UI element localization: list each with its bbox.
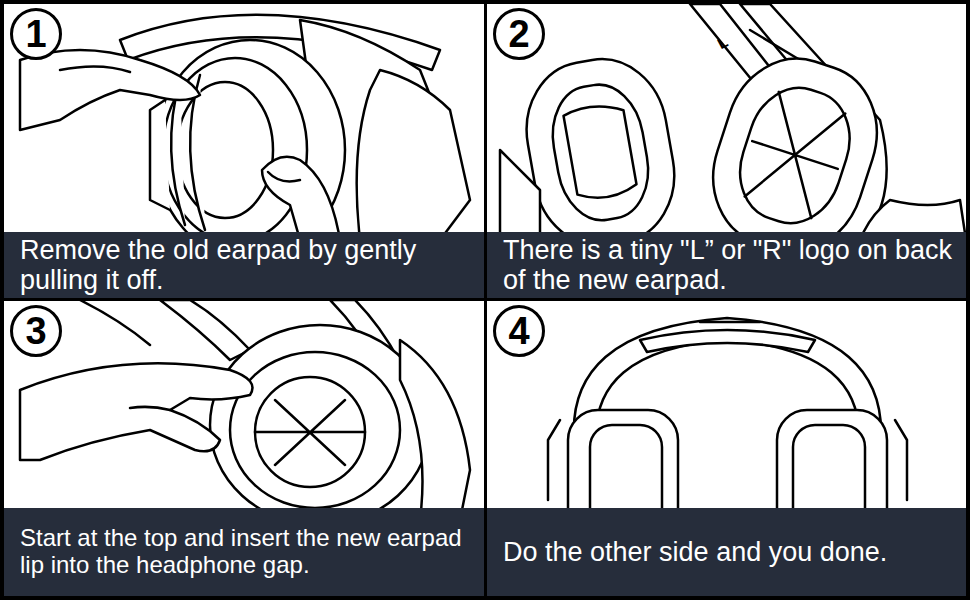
instruction-text: Start at the top and insert the new earp… <box>20 525 478 579</box>
step-number-circle: 3 <box>10 305 62 357</box>
step-number-circle: 4 <box>493 305 545 357</box>
caption-band: Start at the top and insert the new earp… <box>4 508 484 596</box>
caption-band: Remove the old earpad by gently pulling … <box>4 232 484 298</box>
instruction-text: There is a tiny "L” or "R" logo on back … <box>503 235 960 295</box>
caption-band: There is a tiny "L” or "R" logo on back … <box>487 232 966 298</box>
step-number: 2 <box>508 15 529 53</box>
step-number: 3 <box>25 312 46 350</box>
instruction-text: Remove the old earpad by gently pulling … <box>20 235 478 295</box>
step-number: 4 <box>508 312 529 350</box>
step-number-circle: 1 <box>10 8 62 60</box>
instruction-text: Do the other side and you done. <box>503 537 887 567</box>
step-number-circle: 2 <box>493 8 545 60</box>
caption-band: Do the other side and you done. <box>487 508 966 596</box>
step-number: 1 <box>25 15 46 53</box>
